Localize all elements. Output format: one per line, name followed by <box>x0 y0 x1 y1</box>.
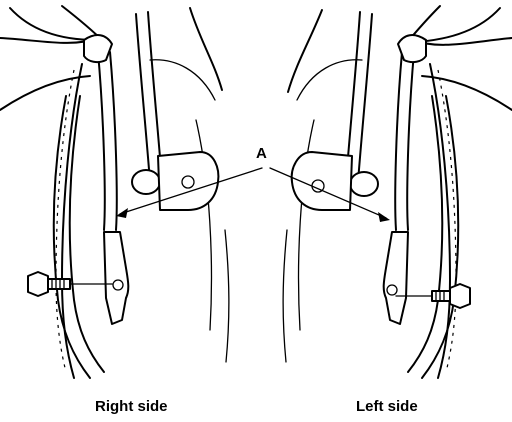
caption-left-side: Left side <box>356 398 418 415</box>
left-side-assembly-icon <box>282 5 512 379</box>
bolt-icon <box>395 283 471 309</box>
callout-leader-lines <box>116 167 390 222</box>
caption-right-side: Right side <box>95 398 168 415</box>
callout-label-a: A <box>256 145 267 162</box>
bolt-icon <box>27 271 113 297</box>
right-side-assembly-icon <box>0 5 230 379</box>
